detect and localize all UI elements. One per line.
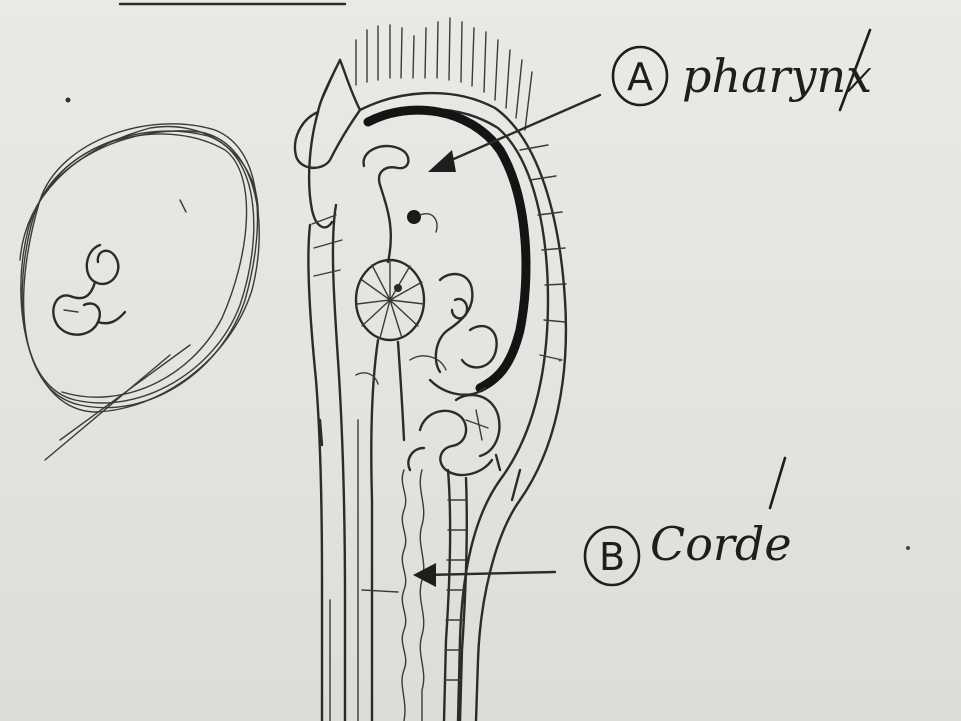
dark-nucleus-dot <box>407 210 421 224</box>
label-b-letter: B <box>599 535 625 579</box>
rosette-structure <box>356 260 424 340</box>
label-b: B Corde <box>585 458 792 585</box>
pharynx-wall <box>368 110 526 388</box>
embryo-section <box>295 18 566 721</box>
arrow-b <box>413 563 555 587</box>
scribbled-egg-sketch <box>20 124 259 460</box>
label-b-word: Corde <box>650 517 792 571</box>
label-a-letter: A <box>627 55 653 99</box>
arrow-a <box>428 95 600 172</box>
label-a: A pharynx <box>613 30 872 110</box>
label-a-word: pharynx <box>682 49 872 103</box>
